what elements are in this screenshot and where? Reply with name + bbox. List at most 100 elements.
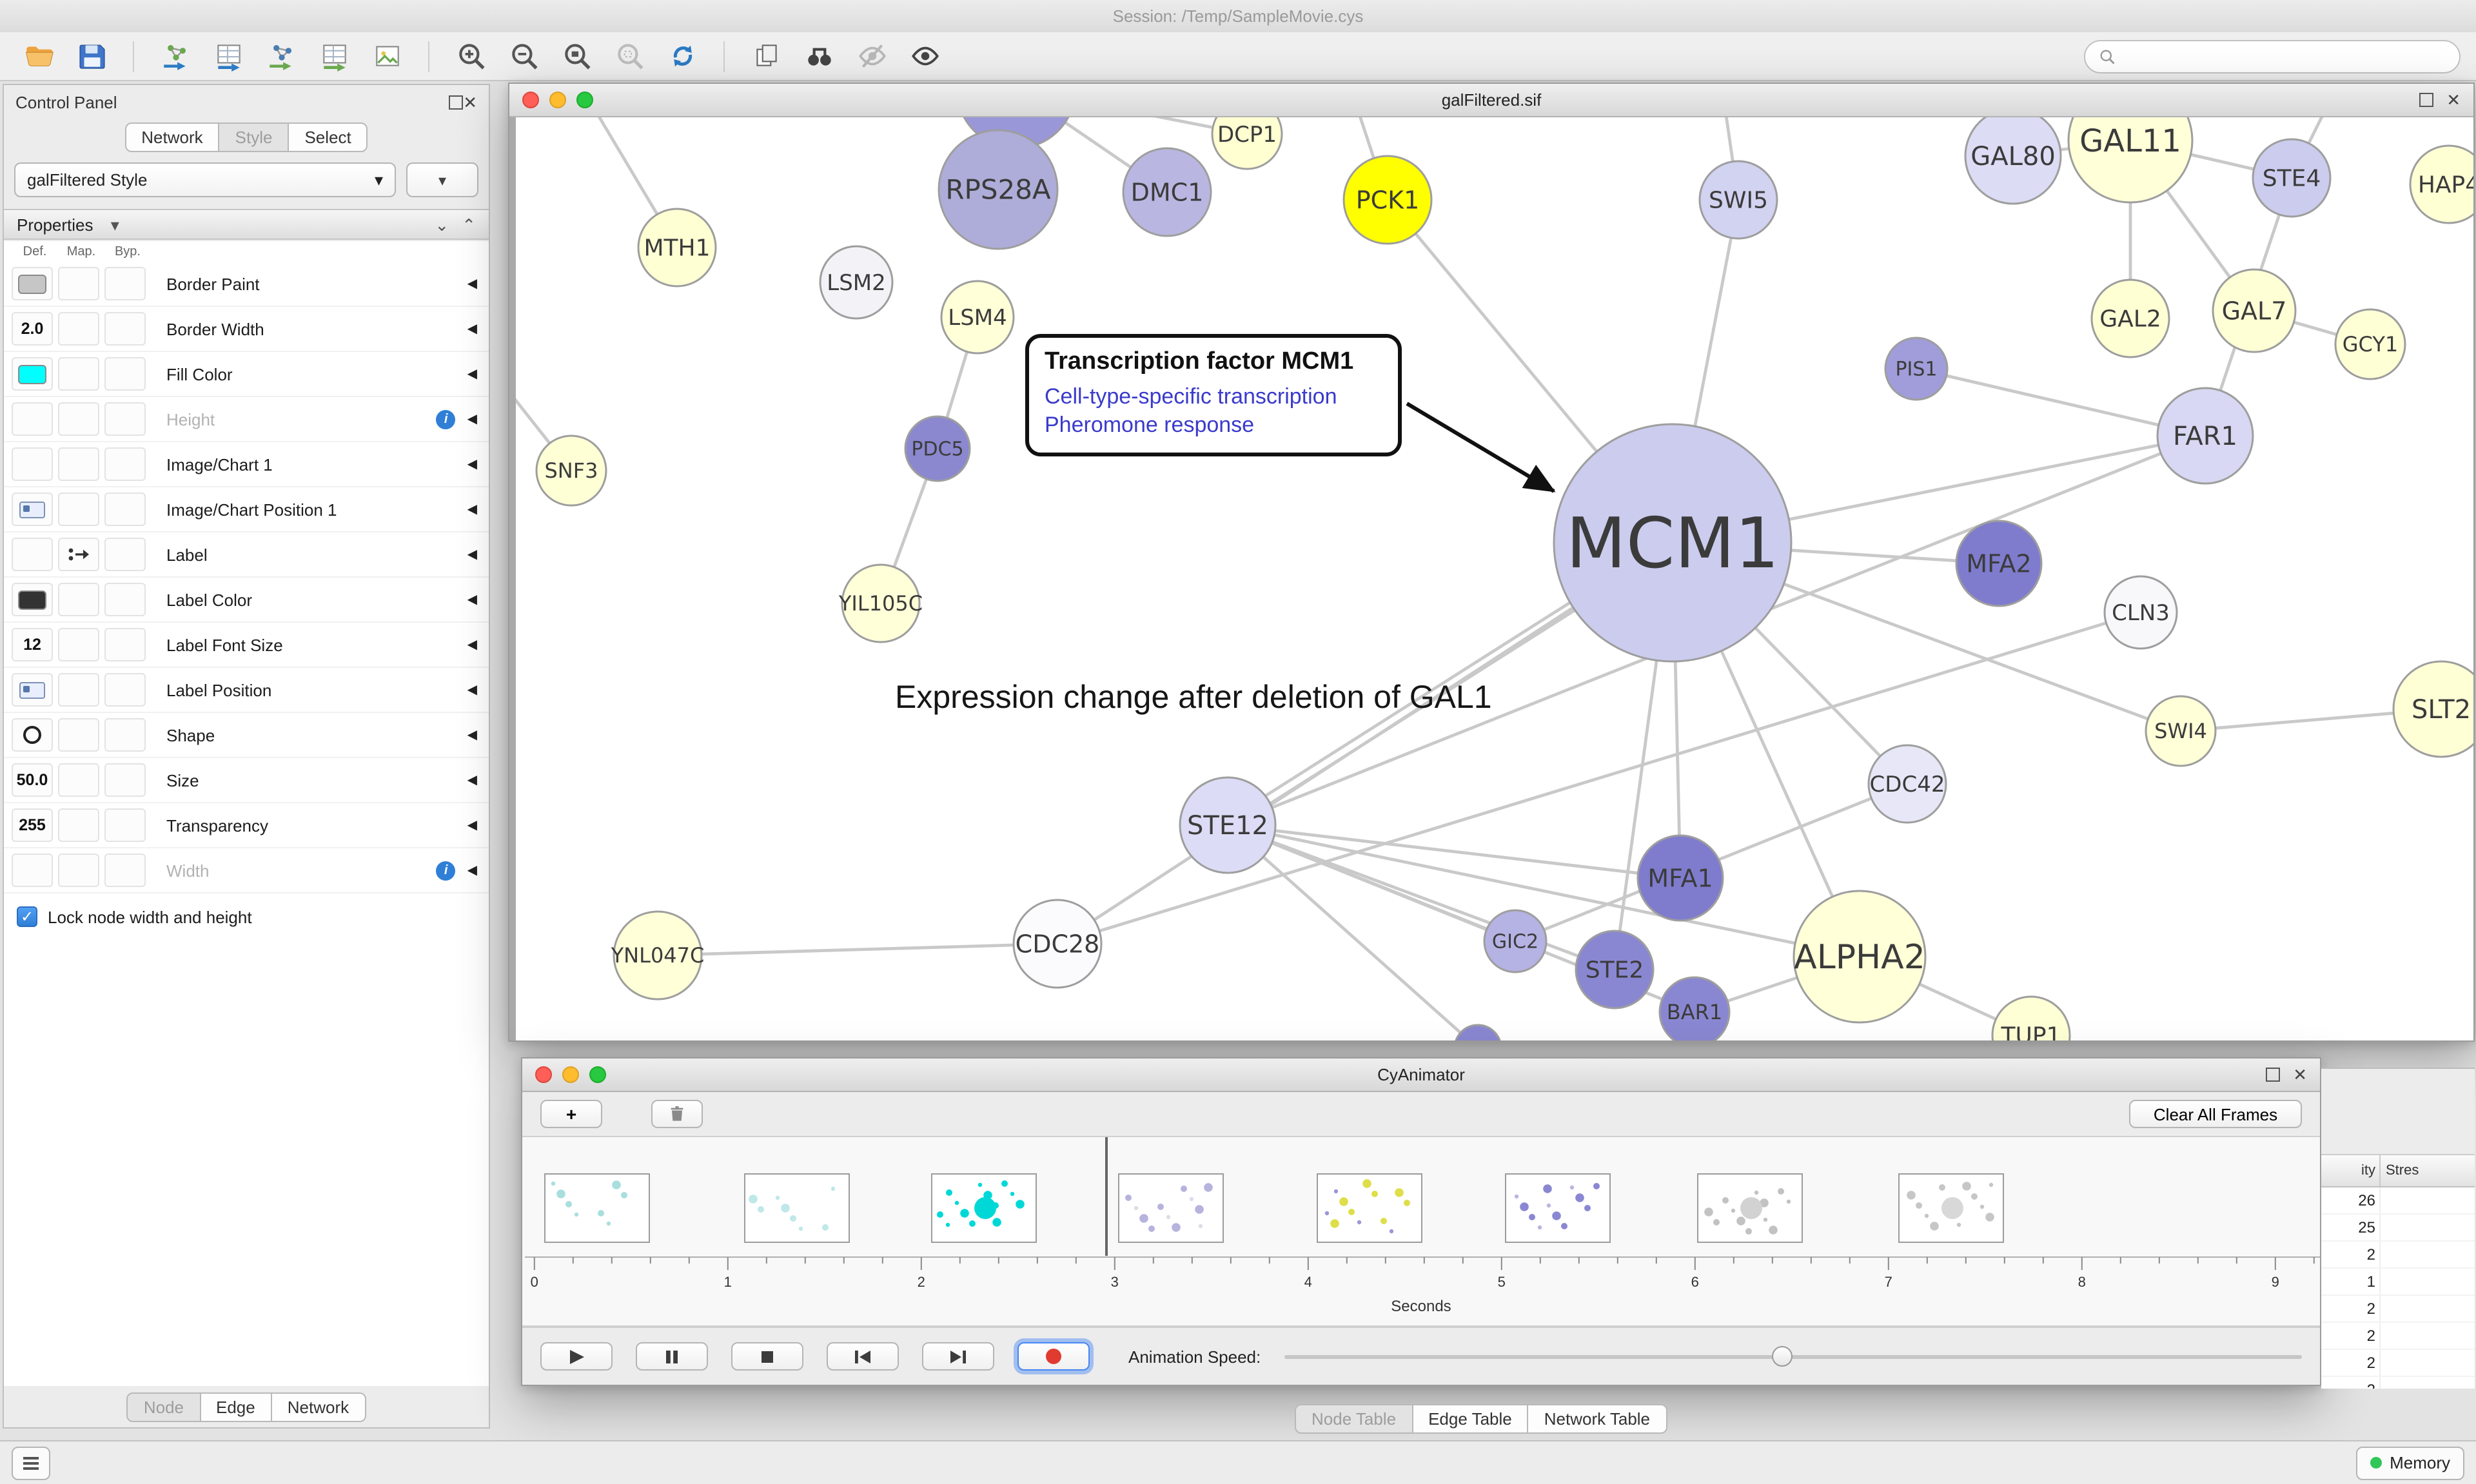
callout-link-2[interactable]: Pheromone response bbox=[1045, 412, 1255, 437]
node-DCP1[interactable]: DCP1 bbox=[1211, 117, 1283, 170]
column-header[interactable]: Stres bbox=[2386, 1163, 2419, 1178]
properties-header[interactable]: Properties ▾ ⌄ ⌃ bbox=[4, 209, 489, 240]
network-edge[interactable] bbox=[1916, 367, 2206, 438]
node-HAP4[interactable]: HAP4 bbox=[2409, 144, 2473, 224]
table-row[interactable]: 25 bbox=[2321, 1215, 2475, 1242]
close-traffic-light[interactable] bbox=[522, 92, 539, 108]
memory-button[interactable]: Memory bbox=[2356, 1446, 2464, 1479]
node-CDC42[interactable]: CDC42 bbox=[1867, 744, 1947, 824]
expand-row-arrow-icon[interactable]: ◀ bbox=[467, 277, 477, 291]
export-image-button[interactable] bbox=[364, 37, 410, 75]
expand-row-arrow-icon[interactable]: ◀ bbox=[467, 547, 477, 561]
node-DMC1[interactable]: DMC1 bbox=[1122, 147, 1212, 237]
mapping-value-cell[interactable] bbox=[58, 583, 99, 616]
mapping-value-cell[interactable] bbox=[58, 493, 99, 526]
mapping-value-cell[interactable] bbox=[58, 763, 99, 797]
default-value-cell[interactable]: 2.0 bbox=[12, 312, 53, 346]
search-input[interactable] bbox=[2125, 45, 2446, 67]
node-MCM1[interactable]: MCM1 bbox=[1553, 423, 1793, 663]
zoom-out-button[interactable] bbox=[500, 37, 547, 75]
callout-link-1[interactable]: Cell-type-specific transcription bbox=[1045, 384, 1337, 409]
frame-thumbnail-7[interactable] bbox=[1697, 1173, 1803, 1243]
node-PIS1[interactable]: PIS1 bbox=[1884, 337, 1949, 401]
table-tab-node-table[interactable]: Node Table bbox=[1295, 1404, 1413, 1434]
close-panel-icon[interactable]: ✕ bbox=[463, 92, 477, 112]
style-target-tab-network[interactable]: Network bbox=[270, 1392, 366, 1422]
bypass-value-cell[interactable] bbox=[104, 628, 146, 661]
import-table-button[interactable] bbox=[205, 37, 251, 75]
node-GCY1[interactable]: GCY1 bbox=[2334, 308, 2406, 380]
network-edge[interactable] bbox=[1227, 823, 1681, 880]
zoom-selected-button[interactable] bbox=[606, 37, 653, 75]
refresh-view-button[interactable] bbox=[659, 37, 705, 75]
node-YNL047C[interactable]: YNL047C bbox=[611, 910, 705, 1001]
default-value-cell[interactable] bbox=[12, 718, 53, 752]
play-button[interactable] bbox=[540, 1342, 613, 1371]
node-STE12[interactable]: STE12 bbox=[1179, 776, 1277, 874]
close-window-icon[interactable]: ✕ bbox=[2293, 1065, 2307, 1084]
table-row[interactable]: 2 bbox=[2321, 1296, 2475, 1323]
node-GAL7[interactable]: GAL7 bbox=[2212, 268, 2297, 353]
frame-thumbnail-5[interactable] bbox=[1317, 1173, 1422, 1243]
node-GIC2[interactable]: GIC2 bbox=[1483, 909, 1548, 973]
expand-row-arrow-icon[interactable]: ◀ bbox=[467, 683, 477, 697]
node-YIL105C[interactable]: YIL105C bbox=[838, 563, 923, 643]
pause-button[interactable] bbox=[636, 1342, 708, 1371]
node-LSM2[interactable]: LSM2 bbox=[819, 245, 894, 320]
mapping-value-cell[interactable] bbox=[58, 628, 99, 661]
bypass-value-cell[interactable] bbox=[104, 583, 146, 616]
node-PDC5[interactable]: PDC5 bbox=[904, 415, 971, 482]
mapping-value-cell[interactable] bbox=[58, 357, 99, 391]
node-CDC28[interactable]: CDC28 bbox=[1012, 899, 1103, 989]
default-value-cell[interactable] bbox=[12, 854, 53, 887]
control-panel-tab-select[interactable]: Select bbox=[288, 122, 368, 152]
node-SWI4[interactable]: SWI4 bbox=[2145, 695, 2217, 767]
canvas-text-annotation[interactable]: Expression change after deletion of GAL1 bbox=[895, 679, 1492, 716]
frame-thumbnail-3[interactable] bbox=[931, 1173, 1037, 1243]
node-SLT2[interactable]: SLT2 bbox=[2392, 660, 2473, 758]
mapping-value-cell[interactable] bbox=[58, 673, 99, 707]
zoom-fit-button[interactable] bbox=[553, 37, 600, 75]
table-tab-edge-table[interactable]: Edge Table bbox=[1411, 1404, 1529, 1434]
node-GAL2[interactable]: GAL2 bbox=[2090, 278, 2170, 358]
find-button[interactable] bbox=[796, 37, 842, 75]
show-all-button[interactable] bbox=[901, 37, 948, 75]
node-ALPHA2[interactable]: ALPHA2 bbox=[1793, 890, 1927, 1024]
mapping-value-cell[interactable] bbox=[58, 402, 99, 436]
frame-thumbnail-6[interactable] bbox=[1505, 1173, 1611, 1243]
node-NODE_B[interactable] bbox=[1455, 1024, 1501, 1040]
network-edge[interactable] bbox=[1227, 823, 1615, 971]
hide-selected-button[interactable] bbox=[849, 37, 895, 75]
node-MFA1[interactable]: MFA1 bbox=[1636, 834, 1724, 922]
control-panel-tab-style[interactable]: Style bbox=[218, 122, 290, 152]
network-canvas[interactable]: RPS28ADMC1DCP1PCK1SWI5GAL80GAL11STE4HAP4… bbox=[509, 117, 2473, 1040]
node-STE4[interactable]: STE4 bbox=[2252, 138, 2332, 218]
expand-row-arrow-icon[interactable]: ◀ bbox=[467, 818, 477, 832]
collapse-all-icon[interactable]: ⌃ bbox=[462, 215, 476, 234]
expand-row-arrow-icon[interactable]: ◀ bbox=[467, 412, 477, 426]
node-SNF3[interactable]: SNF3 bbox=[535, 434, 607, 507]
default-value-cell[interactable] bbox=[12, 357, 53, 391]
expand-row-arrow-icon[interactable]: ◀ bbox=[467, 773, 477, 787]
bypass-value-cell[interactable] bbox=[104, 312, 146, 346]
search-box[interactable] bbox=[2084, 39, 2461, 73]
table-row[interactable]: 26 bbox=[2321, 1187, 2475, 1215]
property-row-label[interactable]: Label◀ bbox=[4, 532, 489, 578]
skip-to-end-button[interactable] bbox=[922, 1342, 994, 1371]
bypass-value-cell[interactable] bbox=[104, 718, 146, 752]
node-SWI5[interactable]: SWI5 bbox=[1698, 160, 1778, 240]
expand-row-arrow-icon[interactable]: ◀ bbox=[467, 502, 477, 516]
import-network-button[interactable] bbox=[152, 37, 199, 75]
lock-size-checkbox[interactable]: ✓ bbox=[17, 906, 37, 927]
frame-thumbnail-1[interactable] bbox=[544, 1173, 650, 1243]
bypass-value-cell[interactable] bbox=[104, 538, 146, 571]
property-row-fill-color[interactable]: Fill Color◀ bbox=[4, 352, 489, 397]
frame-thumbnail-2[interactable] bbox=[744, 1173, 850, 1243]
export-network-button[interactable] bbox=[258, 37, 304, 75]
stop-button[interactable] bbox=[731, 1342, 803, 1371]
table-row[interactable]: 2 bbox=[2321, 1242, 2475, 1269]
export-table-button[interactable] bbox=[311, 37, 357, 75]
